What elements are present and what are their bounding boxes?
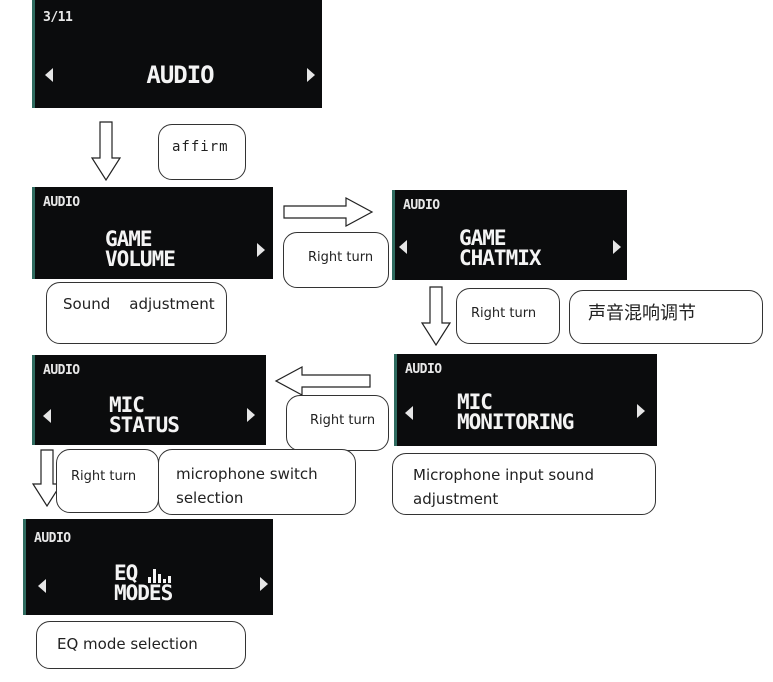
label-right-turn-3: Right turn [286, 395, 389, 451]
right-arrow-icon [637, 404, 645, 418]
screen-header: AUDIO [43, 363, 80, 378]
label-eq-selection: EQ mode selection [36, 621, 246, 669]
screen-line2: MODES [114, 581, 173, 605]
screen-line2: VOLUME [105, 247, 176, 271]
screen-line1: GAME [105, 227, 153, 251]
label-right-turn-1: Right turn [283, 232, 389, 288]
down-arrow-icon [90, 121, 122, 182]
screen-header: AUDIO [43, 195, 80, 210]
label-right-turn-2: Right turn [456, 288, 560, 344]
screen-eq-modes: AUDIO EQ MODES [23, 519, 273, 615]
down-arrow-icon [420, 286, 452, 347]
left-arrow-icon [405, 406, 413, 420]
screen-title: AUDIO [146, 61, 214, 89]
screen-line1: GAME [459, 226, 507, 250]
left-arrow-icon [399, 240, 407, 254]
left-arrow-icon [38, 579, 46, 593]
screen-mic-monitoring: AUDIO MIC MONITORING [394, 354, 657, 446]
screen-line1: MIC [109, 393, 145, 417]
label-sound-adjustment: Sound adjustment [46, 282, 227, 344]
screen-game-chatmix: AUDIO GAME CHATMIX [392, 190, 627, 280]
left-arrow-flow-icon [274, 365, 371, 397]
left-arrow-icon [43, 409, 51, 423]
label-mic-input: Microphone input sound adjustment [392, 453, 656, 515]
screen-audio-main: 3/11 AUDIO [32, 0, 322, 108]
screen-line1: MIC [457, 390, 493, 414]
label-mic-switch: microphone switch selection [158, 449, 356, 515]
equalizer-icon [146, 565, 176, 583]
right-arrow-icon [307, 68, 315, 82]
screen-line2: STATUS [109, 413, 180, 437]
right-arrow-flow-icon [283, 196, 374, 228]
screen-header: AUDIO [403, 198, 440, 213]
screen-header: AUDIO [405, 362, 442, 377]
label-affirm: affirm [158, 124, 246, 180]
right-arrow-icon [247, 408, 255, 422]
left-arrow-icon [45, 68, 53, 82]
screen-mic-status: AUDIO MIC STATUS [32, 355, 266, 445]
down-arrow-icon [31, 449, 63, 508]
screen-line2: CHATMIX [459, 246, 542, 270]
label-right-turn-4: Right turn [56, 449, 159, 513]
screen-header: AUDIO [34, 531, 71, 546]
screen-game-volume: AUDIO GAME VOLUME [32, 187, 273, 279]
right-arrow-icon [613, 240, 621, 254]
screen-line2: MONITORING [457, 410, 574, 434]
right-arrow-icon [257, 243, 265, 257]
label-chatmix-cn: 声音混响调节 [569, 290, 763, 344]
page-counter: 3/11 [43, 10, 73, 25]
right-arrow-icon [260, 577, 268, 591]
screen-line1: EQ [114, 561, 138, 585]
